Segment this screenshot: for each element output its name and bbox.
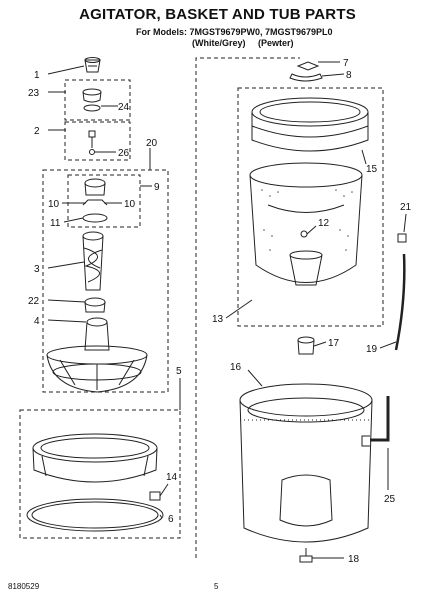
group-box-2 (64, 121, 131, 161)
callout-16: 16 (230, 362, 242, 373)
group-box-23 (64, 79, 131, 121)
part-4-agitator-base (46, 317, 148, 393)
color-pewter: (Pewter) (258, 38, 294, 48)
callout-9: 9 (154, 182, 160, 193)
part-19-hose (394, 253, 406, 351)
part-7-nut (296, 61, 320, 71)
leader-bracket (195, 57, 300, 558)
part-23-insert (82, 88, 102, 103)
callout-15: 15 (366, 164, 378, 175)
callout-13: 13 (212, 314, 224, 325)
part-21-clamp (397, 233, 407, 243)
callout-24: 24 (118, 102, 130, 113)
callout-labels: 1 23 24 2 26 20 9 10 10 11 3 22 4 5 7 8 … (28, 58, 412, 565)
part-15-balance-ring (251, 97, 369, 152)
group-box-9 (67, 174, 141, 228)
part-25-drain-pipe (361, 396, 390, 447)
part-22-drive-bell (84, 297, 106, 313)
part-1-agitator-cap (84, 57, 101, 73)
part-13-basket (249, 162, 363, 286)
part-17-hub (297, 336, 315, 355)
callout-11: 11 (50, 218, 61, 229)
callout-19: 19 (366, 344, 378, 355)
group-box-13 (237, 87, 384, 327)
callout-12: 12 (318, 218, 330, 229)
leader-lines (47, 61, 407, 559)
part-6-gasket (26, 498, 164, 532)
part-26-washer (89, 149, 95, 155)
callout-25: 25 (384, 494, 396, 505)
callout-6: 6 (168, 514, 174, 525)
part-2-bolt (88, 130, 96, 148)
callout-7: 7 (343, 58, 349, 69)
part-5-tub-ring (32, 433, 158, 483)
callout-22: 22 (28, 296, 40, 307)
callout-21: 21 (400, 202, 412, 213)
callout-17: 17 (328, 338, 340, 349)
diagram-title: AGITATOR, BASKET AND TUB PARTS (79, 6, 356, 23)
part-14-clip (149, 491, 161, 501)
callout-3: 3 (34, 264, 40, 275)
callout-4: 4 (34, 316, 40, 327)
part-3-agitator-auger (82, 231, 104, 291)
part-18-nut (299, 548, 313, 563)
part-12-nut (300, 230, 308, 238)
callout-8: 8 (346, 70, 352, 81)
basket-perforations (261, 189, 353, 251)
color-white-grey: (White/Grey) (192, 38, 246, 48)
callout-14: 14 (166, 472, 178, 483)
group-boxes (19, 57, 384, 558)
callout-23: 23 (28, 88, 40, 99)
callout-20: 20 (146, 138, 158, 149)
callout-2: 2 (34, 126, 40, 137)
callout-1: 1 (34, 70, 40, 81)
callout-18: 18 (348, 554, 360, 565)
part-8-spanner (289, 73, 323, 82)
part-24-o-ring (83, 104, 101, 112)
group-box-5 (19, 409, 181, 539)
part-16-outer-tub (239, 383, 373, 543)
callout-10-right: 10 (124, 199, 136, 210)
part-9-dog-assembly (82, 178, 108, 223)
callout-26: 26 (118, 148, 130, 159)
doc-number: 8180529 (8, 582, 40, 591)
callout-10-left: 10 (48, 199, 60, 210)
group-box-20 (42, 169, 169, 393)
callout-5: 5 (176, 366, 182, 377)
models-line: For Models: 7MGST9679PW0, 7MGST9679PL0 (136, 27, 333, 37)
page-number: 5 (214, 582, 219, 591)
